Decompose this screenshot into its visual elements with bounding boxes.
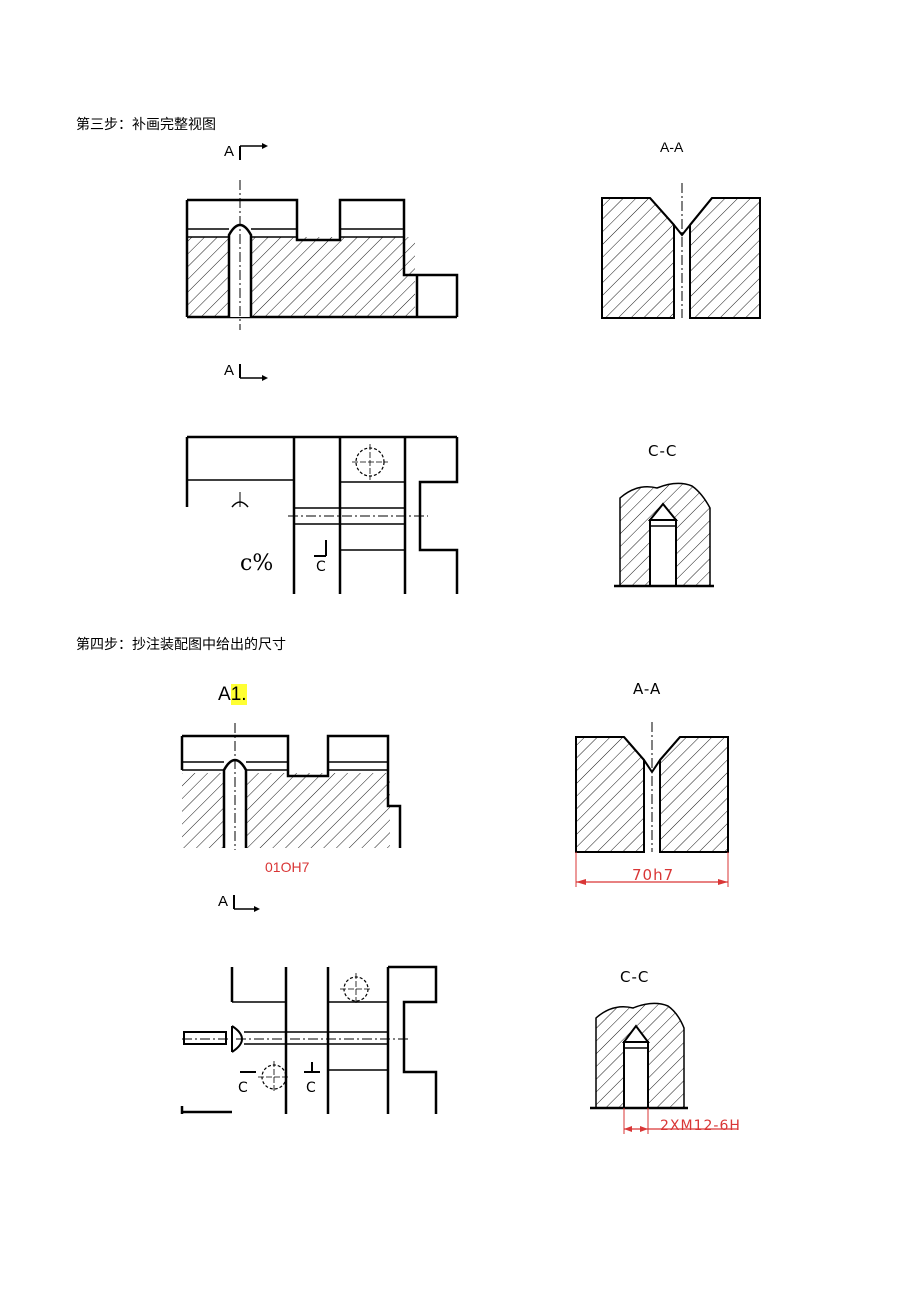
top-view-step3 <box>185 435 459 594</box>
dimension-thread: 2XM12-6H <box>660 1118 741 1134</box>
view-aa-label-step4: A-A <box>633 680 662 698</box>
cc-view-step4 <box>590 1002 738 1134</box>
section-arrow-bottom-step4-icon <box>233 895 260 912</box>
dimension-width: 70h7 <box>632 866 675 884</box>
top-view-step4 <box>180 965 438 1114</box>
view-cc-label-step4: C-C <box>620 968 650 986</box>
highlighted-suffix: 1. <box>230 684 247 705</box>
front-view-step4 <box>180 723 402 850</box>
section-letter: A <box>218 684 231 705</box>
section-arrow-bottom-icon <box>239 364 268 381</box>
section-marker-a-top: A <box>224 143 234 160</box>
aa-view-step3 <box>601 183 761 319</box>
view-aa-label-step3: A-A <box>660 139 684 155</box>
cc-view-step3 <box>614 482 714 588</box>
section-marker-a-bottom-step4: A <box>218 893 228 910</box>
section-letter: A <box>224 362 235 379</box>
stray-text: c% <box>240 551 274 576</box>
c-marker-step3: C <box>316 559 327 575</box>
aa-view-step4 <box>575 722 729 887</box>
front-view-step3 <box>185 180 459 330</box>
c-marker-right-step4: C <box>306 1080 317 1096</box>
section-letter: A <box>218 893 229 910</box>
view-cc-label-step3: C-C <box>648 442 678 460</box>
step3-heading: 第三步：补画完整视图 <box>76 117 216 133</box>
section-marker-a-top-step4: A1. <box>218 684 247 706</box>
c-marker-left-step4: C <box>238 1080 249 1096</box>
section-letter: A <box>224 143 235 160</box>
dimension-bore: 01OH7 <box>265 859 310 875</box>
step4-heading: 第四步：抄注装配图中给出的尺寸 <box>76 637 286 653</box>
section-marker-a-bottom: A <box>224 362 234 379</box>
section-arrow-top-icon <box>239 143 268 160</box>
